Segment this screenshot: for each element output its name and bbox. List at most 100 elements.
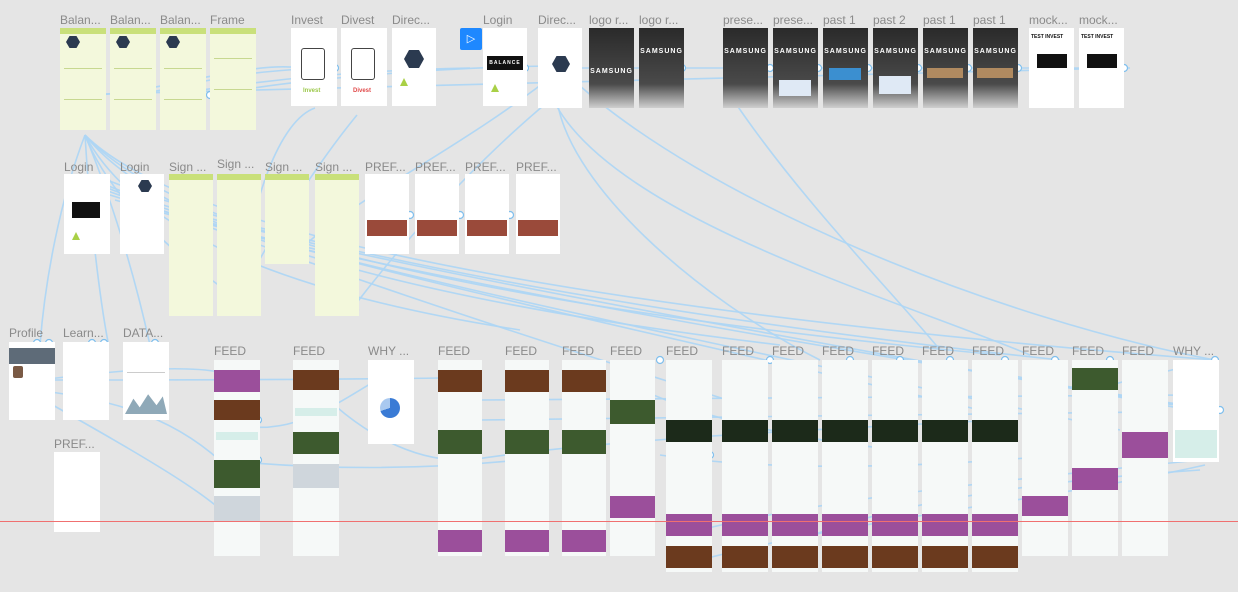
frame-pref-5[interactable]	[54, 452, 100, 532]
frame-label[interactable]: FEED	[505, 344, 538, 358]
frame-profile[interactable]	[9, 342, 55, 420]
frame-feed-12[interactable]	[922, 360, 968, 572]
frame-feed-6[interactable]	[610, 360, 655, 556]
frame-label[interactable]: Sign ...	[265, 160, 303, 174]
frame-login-top[interactable]: BALANCE	[483, 28, 527, 106]
frame-label[interactable]: Balan...	[160, 13, 201, 27]
frame-why-2[interactable]	[1173, 360, 1219, 462]
frame-label[interactable]: logo r...	[589, 13, 629, 27]
frame-pref-1[interactable]	[365, 174, 409, 254]
frame-label[interactable]: FEED	[562, 344, 595, 358]
frame-why-1[interactable]	[368, 360, 414, 444]
frame-feed-4[interactable]	[505, 360, 549, 556]
frame-label[interactable]: Login	[120, 160, 150, 174]
frame-direc-2[interactable]	[538, 28, 582, 108]
frame-feed-5[interactable]	[562, 360, 606, 556]
frame-label[interactable]: past 1	[973, 13, 1006, 27]
frame-label[interactable]: Direc...	[392, 13, 431, 27]
frame-sign-3[interactable]	[265, 174, 309, 264]
frame-label[interactable]: past 1	[923, 13, 956, 27]
frame-label[interactable]: Profile	[9, 326, 44, 340]
frame-label[interactable]: Login	[64, 160, 94, 174]
frame-presentation-2[interactable]: SAMSUNG	[773, 28, 818, 108]
frame-label[interactable]: WHY ...	[1173, 344, 1215, 358]
frame-label[interactable]: Divest	[341, 13, 375, 27]
frame-label[interactable]: PREF...	[365, 160, 406, 174]
frame-learn[interactable]	[63, 342, 109, 420]
frame-mock-1[interactable]: TEST INVEST	[1029, 28, 1074, 108]
frame-label[interactable]: past 1	[823, 13, 856, 27]
frame-label[interactable]: FEED	[972, 344, 1005, 358]
frame-login-a[interactable]	[64, 174, 110, 254]
frame-label[interactable]: FEED	[438, 344, 471, 358]
frame-label[interactable]: FEED	[666, 344, 699, 358]
frame-feed-16[interactable]	[1122, 360, 1168, 556]
frame-label[interactable]: Frame	[210, 13, 245, 27]
frame-label[interactable]: FEED	[1022, 344, 1055, 358]
frame-balance-3[interactable]	[160, 28, 206, 130]
frame-logo-r-2[interactable]: SAMSUNG	[639, 28, 684, 108]
frame-label[interactable]: FEED	[772, 344, 805, 358]
frame-label[interactable]: FEED	[872, 344, 905, 358]
frame-balance-1[interactable]	[60, 28, 106, 130]
frame-label[interactable]: Sign ...	[315, 160, 353, 174]
frame-label[interactable]: Learn...	[63, 326, 104, 340]
frame-label[interactable]: FEED	[822, 344, 855, 358]
frame-frame[interactable]	[210, 28, 256, 130]
frame-feed-15[interactable]	[1072, 360, 1118, 556]
frame-feed-2[interactable]	[293, 360, 339, 556]
frame-pref-3[interactable]	[465, 174, 509, 254]
frame-data[interactable]	[123, 342, 169, 420]
frame-label[interactable]: logo r...	[639, 13, 679, 27]
frame-label[interactable]: FEED	[214, 344, 247, 358]
frame-label[interactable]: FEED	[922, 344, 955, 358]
frame-feed-7[interactable]	[666, 360, 712, 572]
frame-label[interactable]: PREF...	[465, 160, 506, 174]
frame-past-2[interactable]: SAMSUNG	[873, 28, 918, 108]
frame-past-1c[interactable]: SAMSUNG	[973, 28, 1018, 108]
frame-label[interactable]: DATA...	[123, 326, 164, 340]
frame-sign-2[interactable]	[217, 174, 261, 316]
frame-label[interactable]: mock...	[1029, 13, 1068, 27]
frame-label[interactable]: WHY ...	[368, 344, 410, 358]
frame-label[interactable]: Balan...	[60, 13, 101, 27]
frame-feed-8[interactable]	[722, 360, 768, 572]
frame-divest[interactable]: Divest	[341, 28, 387, 106]
frame-label[interactable]: Invest	[291, 13, 324, 27]
frame-label[interactable]: FEED	[610, 344, 643, 358]
frame-pref-4[interactable]	[516, 174, 560, 254]
present-button[interactable]: ▷	[460, 28, 482, 50]
frame-presentation-1[interactable]: SAMSUNG	[723, 28, 768, 108]
frame-label[interactable]: mock...	[1079, 13, 1118, 27]
frame-label[interactable]: FEED	[722, 344, 755, 358]
frame-label[interactable]: FEED	[1072, 344, 1105, 358]
frame-sign-4[interactable]	[315, 174, 359, 316]
frame-feed-9[interactable]	[772, 360, 818, 572]
frame-mock-2[interactable]: TEST INVEST	[1079, 28, 1124, 108]
frame-feed-3[interactable]	[438, 360, 482, 556]
frame-label[interactable]: Sign ...	[217, 157, 255, 171]
frame-feed-11[interactable]	[872, 360, 918, 572]
frame-label[interactable]: Login	[483, 13, 513, 27]
frame-label[interactable]: PREF...	[54, 437, 95, 451]
frame-past-1b[interactable]: SAMSUNG	[923, 28, 968, 108]
frame-feed-10[interactable]	[822, 360, 868, 572]
frame-label[interactable]: FEED	[293, 344, 326, 358]
frame-feed-14[interactable]	[1022, 360, 1068, 556]
frame-invest[interactable]: Invest	[291, 28, 337, 106]
frame-label[interactable]: Sign ...	[169, 160, 207, 174]
frame-direc-1[interactable]	[392, 28, 436, 106]
frame-label[interactable]: Direc...	[538, 13, 577, 27]
frame-label[interactable]: Balan...	[110, 13, 151, 27]
frame-label[interactable]: PREF...	[516, 160, 557, 174]
frame-label[interactable]: past 2	[873, 13, 906, 27]
frame-sign-1[interactable]	[169, 174, 213, 316]
frame-label[interactable]: PREF...	[415, 160, 456, 174]
frame-feed-1[interactable]	[214, 360, 260, 556]
frame-label[interactable]: FEED	[1122, 344, 1155, 358]
frame-feed-13[interactable]	[972, 360, 1018, 572]
frame-balance-2[interactable]	[110, 28, 156, 130]
frame-logo-r-1[interactable]: SAMSUNG	[589, 28, 634, 108]
frame-login-b[interactable]	[120, 174, 164, 254]
